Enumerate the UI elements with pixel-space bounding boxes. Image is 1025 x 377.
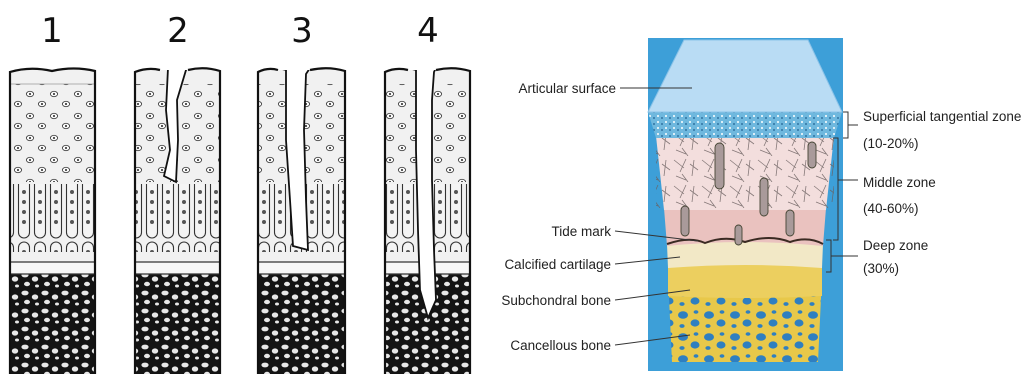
grade-label-4: 4 (417, 11, 439, 51)
cartilage-column-2 (135, 68, 220, 374)
label-deep-zone-percent: (30%) (863, 261, 899, 276)
calcified-cartilage-region (667, 240, 823, 268)
cartilage-column-4 (385, 68, 470, 374)
grade-label-3: 3 (291, 11, 313, 51)
label-middle-zone-percent: (40-60%) (863, 201, 919, 216)
label-superficial-zone-percent: (10-20%) (863, 136, 919, 151)
label-subchondral-bone: Subchondral bone (501, 293, 611, 308)
bracket-superficial-zone (843, 112, 858, 138)
label-articular-surface: Articular surface (518, 81, 616, 96)
label-superficial-zone: Superficial tangential zone (863, 109, 1021, 124)
subchondral-bone-region (668, 262, 822, 298)
label-calcified-cartilage: Calcified cartilage (504, 257, 611, 272)
grade-label-2: 2 (167, 11, 189, 51)
cartilage-column-1 (10, 70, 95, 374)
label-middle-zone: Middle zone (863, 175, 936, 190)
label-cancellous-bone: Cancellous bone (510, 338, 611, 353)
grade-label-1: 1 (41, 11, 63, 51)
label-deep-zone: Deep zone (863, 238, 928, 253)
label-tide-mark: Tide mark (551, 224, 611, 239)
cartilage-column-3 (258, 68, 345, 374)
